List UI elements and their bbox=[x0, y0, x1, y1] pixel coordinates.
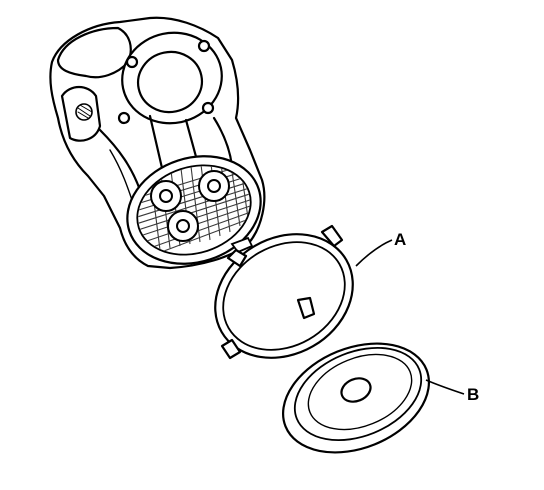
rear-flange-inner bbox=[136, 50, 204, 114]
cover-b-center-hole bbox=[340, 377, 372, 403]
part-a-ring bbox=[214, 224, 354, 360]
callout-label-b: B bbox=[467, 385, 480, 404]
planet-gear-pin bbox=[176, 219, 190, 233]
callout-label-a: A bbox=[394, 230, 407, 249]
planet-gears bbox=[150, 170, 230, 242]
ring-a-tab bbox=[320, 224, 344, 248]
housing-rib bbox=[98, 128, 142, 192]
flange-bolt-hole bbox=[125, 55, 139, 69]
housing-rib bbox=[148, 114, 164, 170]
ring-a-inner bbox=[222, 241, 346, 351]
ring-a-tab bbox=[226, 248, 248, 268]
flange-bolt-hole bbox=[117, 111, 131, 125]
ring-a-tab bbox=[220, 338, 242, 360]
leader-line-a bbox=[355, 239, 393, 267]
leader-lines bbox=[355, 239, 465, 395]
planet-gear-pin bbox=[207, 179, 221, 193]
ring-a-tab bbox=[296, 296, 316, 320]
ring-a-outer bbox=[214, 233, 354, 359]
housing-rear-cylinder bbox=[56, 26, 132, 79]
planet-gear-pin bbox=[159, 189, 173, 203]
flange-bolt-hole bbox=[201, 101, 215, 115]
leader-line-b bbox=[425, 379, 465, 395]
part-b-cover bbox=[281, 342, 431, 454]
port-thread-lines bbox=[77, 104, 93, 119]
flange-bolt-hole bbox=[197, 39, 211, 53]
